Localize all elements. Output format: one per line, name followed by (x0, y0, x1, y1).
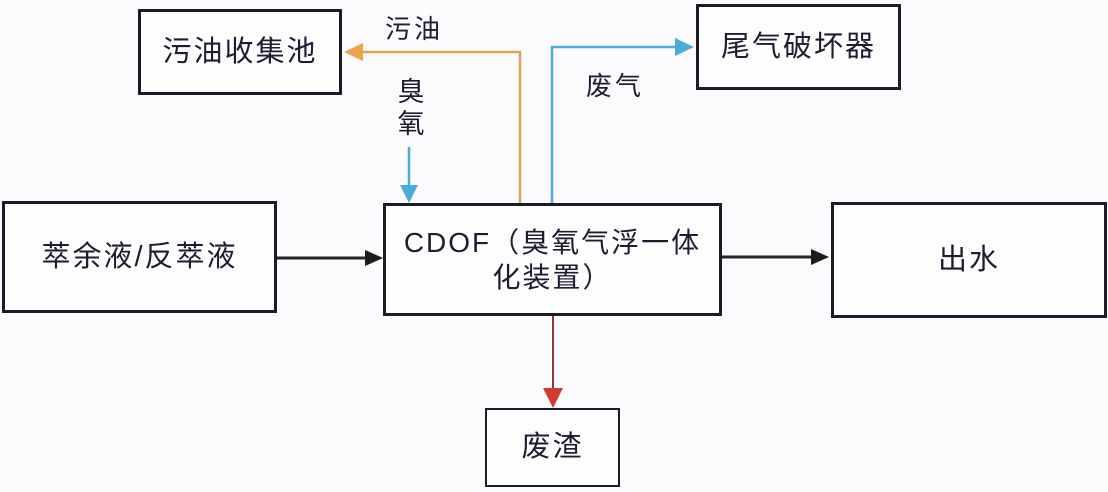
arrow-oil (360, 50, 522, 203)
arrowhead-feed-to-cdof (365, 250, 383, 266)
node-outlet-water: 出水 (831, 202, 1107, 318)
node-raffinate-strip-liquid-label: 萃余液/反萃液 (41, 240, 238, 273)
node-oil-collection-pool-label: 污油收集池 (162, 35, 318, 68)
node-waste-residue-label: 废渣 (521, 431, 584, 464)
node-cdof-unit-label: CDOF（臭氧气浮一体 化装置） (404, 225, 701, 295)
node-tail-gas-destructor-label: 尾气破坏器 (720, 30, 876, 63)
arrowhead-ozone (400, 185, 418, 203)
edge-label-oil: 污油 (385, 14, 444, 44)
arrowhead-oil (344, 43, 363, 61)
cdof-label-line1: CDOF（臭氧气浮一体 (403, 226, 702, 258)
arrowhead-cdof-to-outlet (811, 249, 829, 265)
node-outlet-water-label: 出水 (937, 243, 1000, 276)
node-waste-residue: 废渣 (485, 408, 620, 487)
node-tail-gas-destructor: 尾气破坏器 (696, 4, 901, 90)
node-cdof-unit: CDOF（臭氧气浮一体 化装置） (383, 203, 722, 316)
node-raffinate-strip-liquid: 萃余液/反萃液 (2, 201, 277, 313)
edge-label-ozone: 臭氧 (397, 77, 425, 139)
arrowhead-residue (543, 388, 563, 408)
cdof-label-line2: 化装置） (492, 261, 613, 293)
node-oil-collection-pool: 污油收集池 (138, 9, 342, 95)
edge-label-waste-gas: 废气 (586, 71, 645, 101)
arrowhead-waste-gas (675, 38, 694, 56)
